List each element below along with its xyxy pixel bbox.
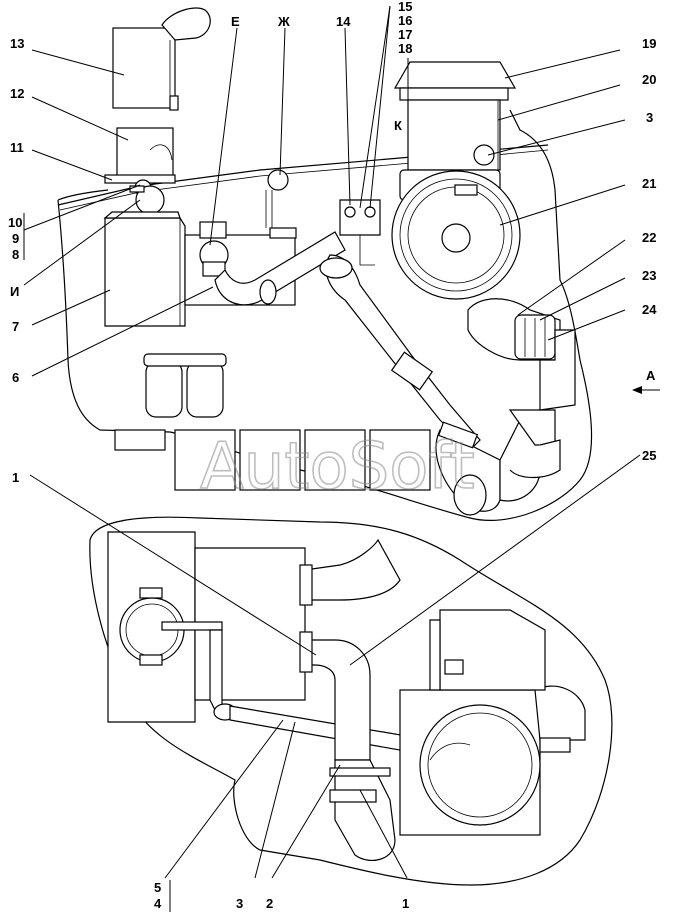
box-part-7	[103, 211, 186, 327]
bolts-14-18	[339, 199, 381, 266]
long-duct	[319, 254, 501, 516]
elbow-1-25	[299, 538, 401, 761]
callout-5: 5	[154, 880, 161, 895]
upper-outline-top-left	[57, 189, 109, 201]
callout-18: 18	[398, 41, 412, 56]
fuel-filters	[143, 353, 227, 418]
tube-part-6	[199, 231, 346, 306]
callout-21: 21	[642, 176, 656, 191]
callout-4: 4	[154, 896, 162, 911]
arrow-a-head	[632, 386, 642, 394]
callout-7: 7	[12, 319, 19, 334]
upper-engine-outline	[57, 109, 593, 521]
lower-corrugated-hose	[534, 685, 586, 753]
pipe-part-12	[116, 127, 174, 179]
callout-E: Е	[231, 14, 240, 29]
leader-lines	[23, 5, 660, 912]
corrugated-hose-22-24	[467, 298, 576, 411]
callout-1-left: 1	[12, 470, 19, 485]
marker-3-top	[473, 144, 495, 166]
lower-top-right-block	[429, 609, 546, 691]
callout-11: 11	[10, 140, 24, 155]
callout-2: 2	[266, 896, 273, 911]
callout-25: 25	[642, 448, 656, 463]
callout-labels: 13 12 11 10 9 8 И 7 6 Е Ж 14 15 16 17 18…	[8, 0, 657, 911]
callout-8: 8	[12, 247, 19, 262]
callout-17: 17	[398, 27, 412, 42]
callout-3-bottom: 3	[236, 896, 243, 911]
callout-16: 16	[398, 13, 412, 28]
marker-zh	[267, 169, 289, 191]
callout-I: И	[10, 284, 19, 299]
callout-1-bottom: 1	[402, 896, 409, 911]
callout-10: 10	[8, 215, 22, 230]
upper-engine-bottom	[114, 429, 431, 491]
lower-engine-outline	[89, 516, 613, 886]
callout-23: 23	[642, 268, 656, 283]
callout-9: 9	[12, 231, 19, 246]
watermark: AutoSoft	[200, 430, 475, 504]
callout-24: 24	[642, 302, 657, 317]
callout-15: 15	[398, 0, 412, 14]
callout-14: 14	[336, 14, 351, 29]
air-filter-21	[391, 169, 521, 300]
elbow-lower	[329, 759, 396, 862]
lower-box	[107, 531, 306, 723]
callout-K: К	[394, 118, 402, 133]
callout-19: 19	[642, 36, 656, 51]
callout-Zh: Ж	[277, 14, 290, 29]
callout-A: А	[646, 368, 656, 383]
callout-20: 20	[642, 72, 656, 87]
callout-22: 22	[642, 230, 656, 245]
lower-filter-housing	[399, 689, 541, 836]
callout-12: 12	[10, 86, 24, 101]
callout-6: 6	[12, 370, 19, 385]
callout-13: 13	[10, 36, 24, 51]
breather-cap-13	[112, 7, 211, 111]
callout-3-top: 3	[646, 110, 653, 125]
air-cleaner-19-20	[393, 61, 517, 171]
elbow-right	[499, 409, 561, 502]
